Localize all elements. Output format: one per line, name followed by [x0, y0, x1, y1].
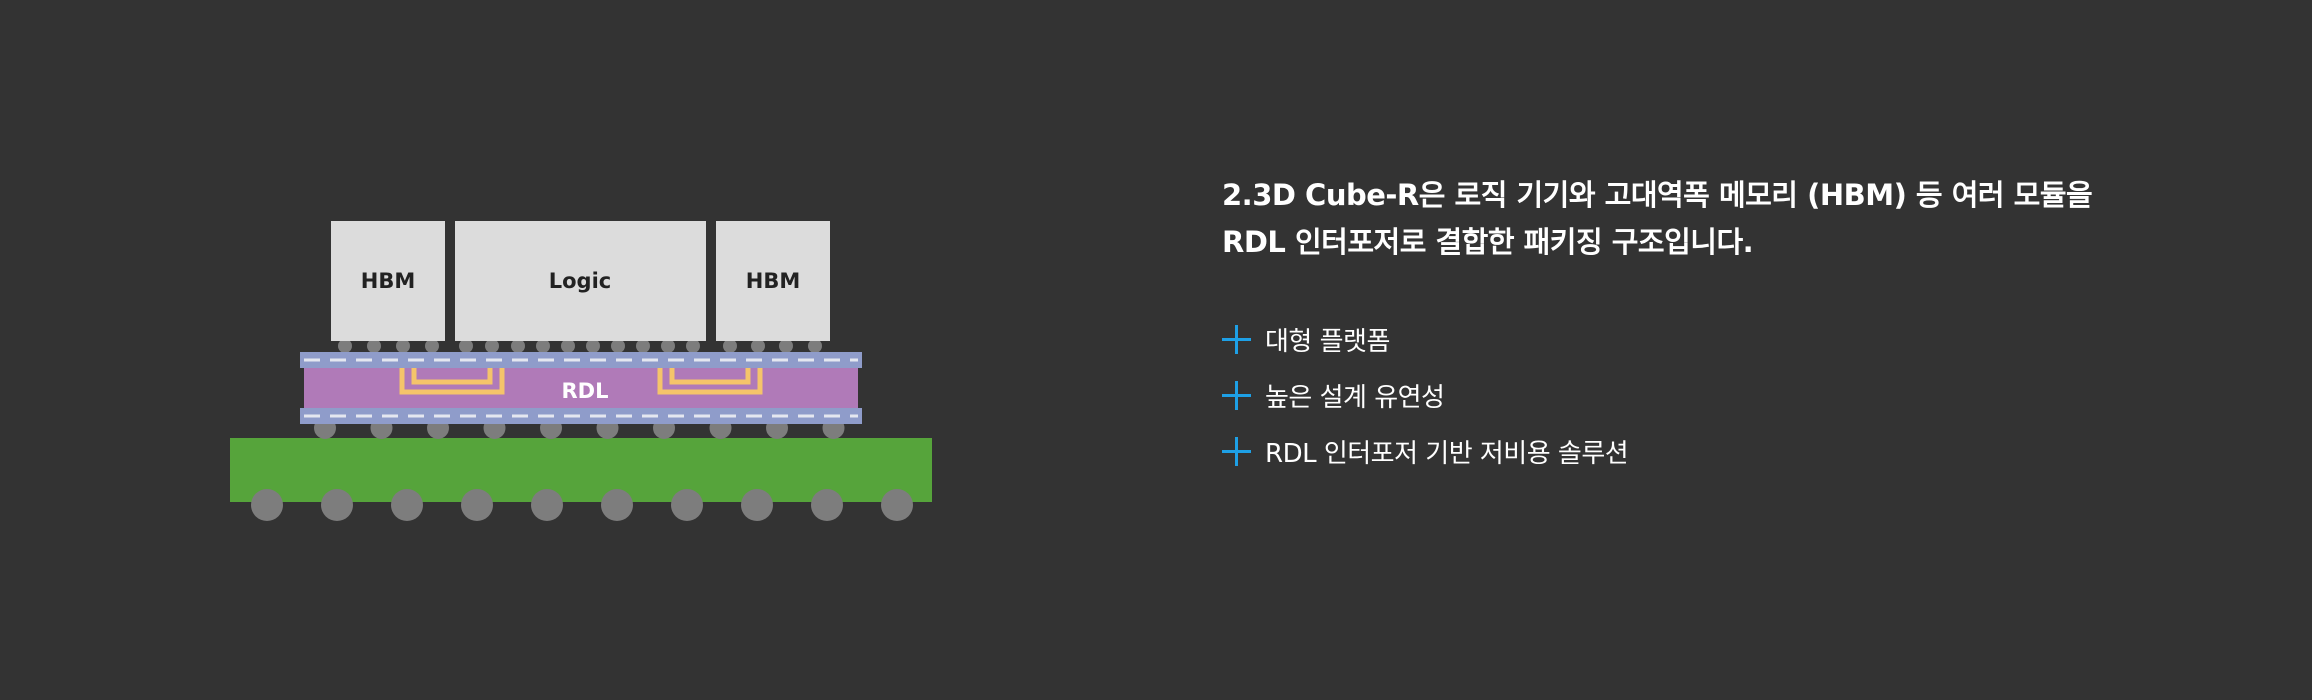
solder-ball	[881, 489, 913, 521]
solder-ball	[531, 489, 563, 521]
feature-label: 높은 설계 유연성	[1265, 382, 1445, 413]
micro-bump	[636, 339, 650, 353]
micro-bump	[723, 339, 737, 353]
micro-bump	[511, 339, 525, 353]
headline-line-1: 2.3D Cube-R은 로직 기기와 고대역폭 메모리 (HBM) 등 여러 …	[1222, 178, 2093, 212]
rdl-top-layer	[300, 352, 862, 368]
rdl-interposer	[304, 368, 858, 408]
feature-list: 대형 플랫폼 높은 설계 유연성 RDL 인터포저 기반 저비용 솔루션	[1222, 311, 2282, 479]
wiring-trace-right-inner	[669, 368, 751, 385]
logic-chip	[455, 221, 706, 341]
solder-ball	[811, 489, 843, 521]
micro-bump	[485, 339, 499, 353]
info-panel: 2.3D Cube-R은 로직 기기와 고대역폭 메모리 (HBM) 등 여러 …	[1222, 172, 2282, 479]
micro-bump	[396, 339, 410, 353]
hbm-chip-right-label: HBM	[746, 269, 800, 293]
solder-ball	[251, 489, 283, 521]
plus-icon	[1222, 324, 1251, 354]
micro-bump	[425, 339, 439, 353]
feature-label: 대형 플랫폼	[1265, 326, 1390, 357]
micro-bump	[459, 339, 473, 353]
micro-bump	[367, 339, 381, 353]
solder-ball	[321, 489, 353, 521]
hbm-chip-left	[331, 221, 445, 341]
package-diagram-svg: RDL HBM Logic HBM	[230, 221, 932, 521]
description-headline: 2.3D Cube-R은 로직 기기와 고대역폭 메모리 (HBM) 등 여러 …	[1222, 172, 2282, 266]
solder-ball	[461, 489, 493, 521]
package-diagram: RDL HBM Logic HBM	[0, 0, 1100, 700]
feature-label: RDL 인터포저 기반 저비용 솔루션	[1265, 438, 1629, 469]
rdl-wiring	[399, 368, 763, 395]
micro-bump	[561, 339, 575, 353]
plus-icon	[1222, 380, 1251, 410]
solder-ball	[601, 489, 633, 521]
micro-bump	[686, 339, 700, 353]
bottom-bumps	[251, 489, 913, 521]
substrate	[230, 438, 932, 502]
micro-bump	[751, 339, 765, 353]
micro-bump	[661, 339, 675, 353]
feature-item: RDL 인터포저 기반 저비용 솔루션	[1222, 423, 2282, 479]
hbm-chip-right	[716, 221, 830, 341]
headline-line-2: RDL 인터포저로 결합한 패키징 구조입니다.	[1222, 225, 1754, 259]
rdl-bottom-layer	[300, 408, 862, 424]
wiring-trace-right-outer	[657, 368, 763, 395]
feature-item: 대형 플랫폼	[1222, 311, 2282, 367]
micro-bump	[338, 339, 352, 353]
wiring-trace-left-outer	[399, 368, 505, 395]
plus-icon	[1222, 436, 1251, 466]
micro-bump	[586, 339, 600, 353]
wiring-trace-left-inner	[411, 368, 493, 385]
rdl-label: RDL	[562, 379, 609, 403]
feature-item: 높은 설계 유연성	[1222, 367, 2282, 423]
logic-chip-label: Logic	[549, 269, 612, 293]
micro-bump	[808, 339, 822, 353]
solder-ball	[391, 489, 423, 521]
micro-bumps	[338, 339, 822, 353]
solder-ball	[741, 489, 773, 521]
micro-bump	[536, 339, 550, 353]
micro-bump	[611, 339, 625, 353]
hbm-chip-left-label: HBM	[361, 269, 415, 293]
solder-ball	[671, 489, 703, 521]
micro-bump	[779, 339, 793, 353]
